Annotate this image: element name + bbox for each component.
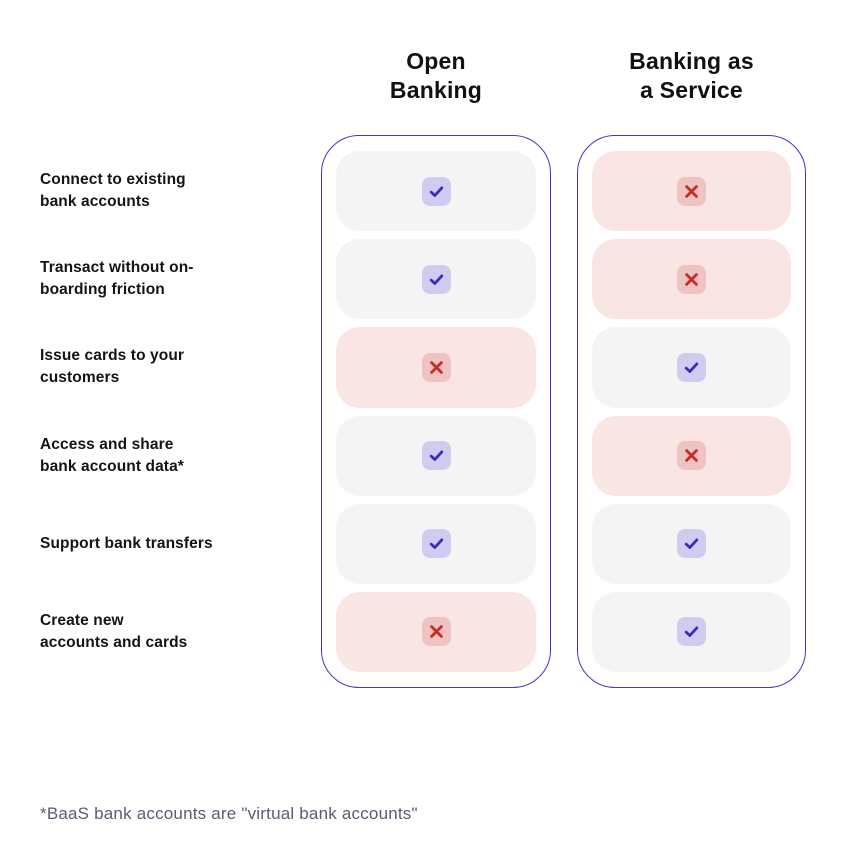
cross-icon — [429, 625, 443, 639]
cell-open-banking-row-4 — [336, 415, 536, 496]
check-icon — [429, 274, 443, 285]
cross-icon — [685, 272, 698, 286]
column-header-banking-as-a-service: Banking as a Service — [577, 47, 806, 105]
cross-icon — [685, 449, 698, 462]
row-label-line: Connect to existing — [40, 171, 186, 189]
row-label: Create new accounts and cards — [40, 592, 320, 672]
column-open-banking — [321, 135, 551, 688]
status-badge — [421, 529, 451, 559]
check-icon — [684, 538, 699, 550]
row-label-line: accounts and cards — [40, 633, 188, 651]
status-badge — [677, 264, 706, 294]
column-header-line: Banking as — [629, 48, 754, 74]
cell-open-banking-row-5 — [336, 503, 536, 584]
status-badge — [677, 352, 706, 382]
cell-open-banking-row-1 — [336, 151, 536, 232]
cell-open-banking-row-2 — [336, 239, 536, 320]
row-label-line: Access and share — [40, 435, 174, 453]
check-icon — [429, 538, 443, 550]
column-banking-as-a-service — [577, 135, 806, 688]
cell-baas-row-5 — [592, 503, 791, 584]
cell-baas-row-2 — [592, 239, 791, 320]
column-header-open-banking: Open Banking — [321, 47, 551, 105]
cell-baas-row-4 — [592, 415, 791, 496]
row-label-line: Transact without on- — [40, 259, 194, 277]
cell-baas-row-6 — [592, 591, 791, 673]
check-icon — [684, 626, 699, 638]
row-label-line: Support bank transfers — [40, 534, 213, 552]
status-badge — [421, 617, 451, 647]
cell-baas-row-3 — [592, 327, 791, 408]
status-badge — [677, 176, 706, 206]
check-icon — [684, 362, 699, 373]
row-label-line: bank accounts — [40, 193, 150, 211]
status-badge — [677, 529, 706, 559]
row-label-line: bank account data* — [40, 457, 184, 475]
row-label: Connect to existing bank accounts — [40, 151, 320, 231]
status-badge — [677, 441, 706, 471]
footnote: *BaaS bank accounts are "virtual bank ac… — [40, 804, 418, 823]
check-icon — [429, 186, 443, 197]
cell-baas-row-1 — [592, 151, 791, 232]
status-badge — [421, 352, 451, 382]
row-label-line: Create new — [40, 611, 124, 629]
cell-open-banking-row-6 — [336, 591, 536, 673]
status-badge — [421, 264, 451, 294]
status-badge — [421, 441, 451, 471]
row-label: Issue cards to your customers — [40, 327, 320, 407]
row-label-line: Issue cards to your — [40, 347, 185, 365]
check-icon — [429, 450, 443, 462]
row-label-line: customers — [40, 369, 120, 387]
cross-icon — [685, 184, 698, 198]
row-label: Access and share bank account data* — [40, 416, 320, 496]
status-badge — [421, 176, 451, 206]
column-header-line: a Service — [640, 77, 743, 103]
row-label-line: boarding friction — [40, 281, 165, 299]
row-labels: Connect to existing bank accounts Transa… — [40, 151, 320, 672]
cross-icon — [429, 361, 443, 374]
column-header-line: Open — [406, 48, 466, 74]
row-label: Transact without on- boarding friction — [40, 239, 320, 319]
row-label: Support bank transfers — [40, 504, 320, 584]
status-badge — [677, 617, 706, 647]
cell-open-banking-row-3 — [336, 327, 536, 408]
column-header-line: Banking — [389, 77, 483, 103]
